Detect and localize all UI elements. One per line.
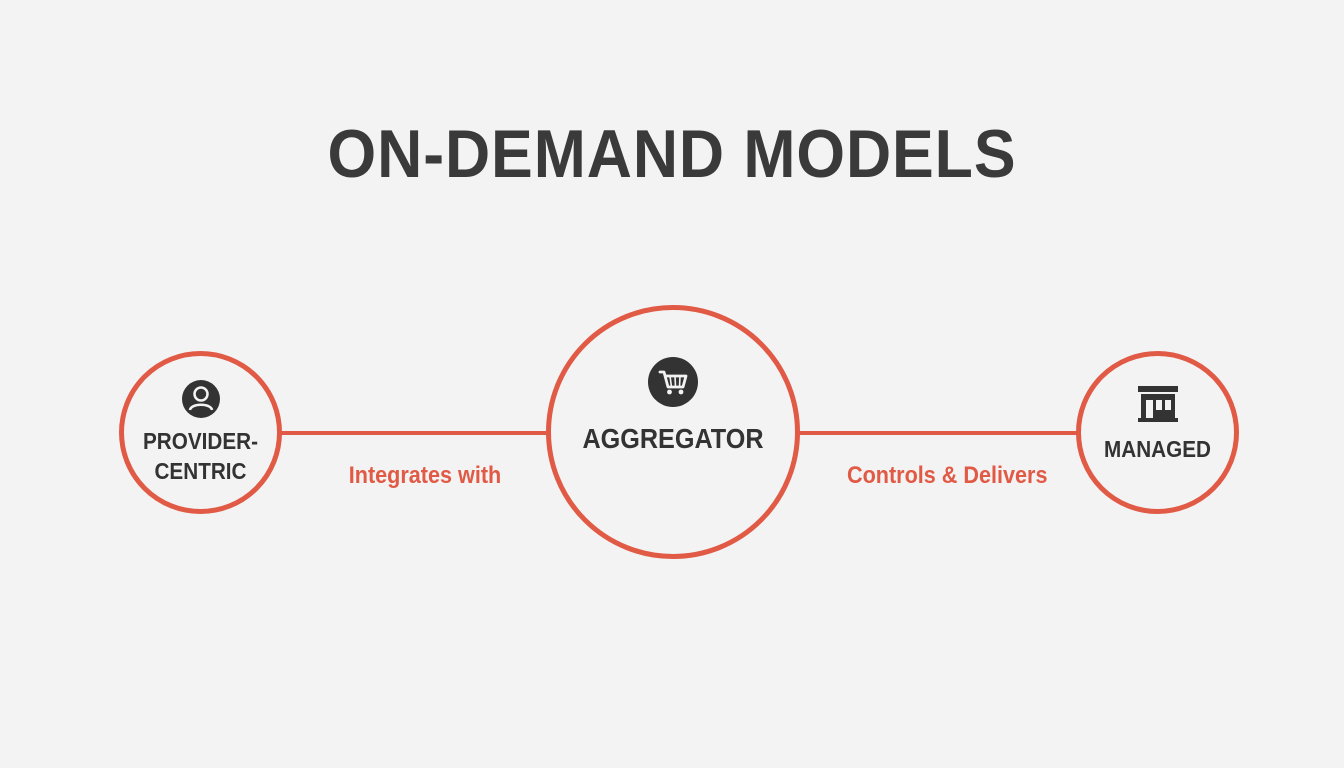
connector-aggregator-managed [798,431,1078,435]
node-aggregator: AGGREGATOR [546,305,800,559]
shopping-cart-icon [648,357,698,407]
edge-label-controls-delivers: Controls & Delivers [847,462,1048,489]
node-label-line-2: CENTRIC [154,458,247,484]
edge-label-integrates: Integrates with [348,462,502,489]
node-label-aggregator: AGGREGATOR [582,423,764,454]
person-icon [182,380,220,418]
diagram-title: ON-DEMAND MODELS [327,116,1017,192]
connector-provider-aggregator [280,431,550,435]
node-provider-centric: PROVIDER- CENTRIC [119,351,282,514]
node-label-managed: MANAGED [1104,436,1211,462]
node-label-provider-centric: PROVIDER- CENTRIC [132,426,270,486]
storefront-icon [1138,386,1178,422]
node-label-line-1: PROVIDER- [142,428,259,454]
node-managed: MANAGED [1076,351,1239,514]
